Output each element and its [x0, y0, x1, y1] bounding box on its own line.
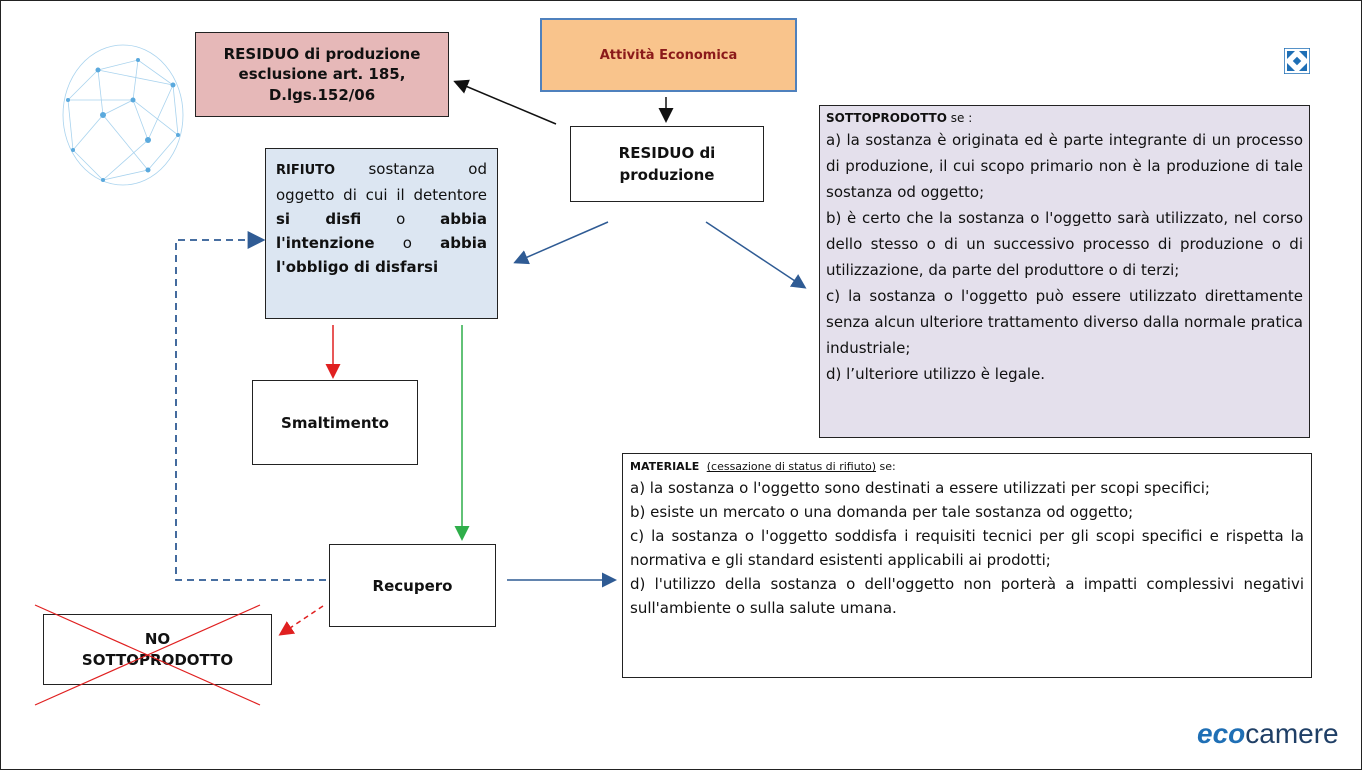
arrow-residuo-to-exclusion [453, 79, 557, 125]
sottoprodotto-box: SOTTOPRODOTTO se : a) la sostanza è orig… [819, 105, 1310, 438]
smaltimento-label: Smaltimento [281, 413, 389, 432]
sottoprodotto-item-c: c) la sostanza o l'oggetto può essere ut… [826, 287, 1303, 357]
rifiuto-bold-1: si disfi [276, 210, 362, 228]
materiale-item-c: c) la sostanza o l'oggetto soddisfa i re… [630, 527, 1304, 569]
materiale-item-a: a) la sostanza o l'oggetto sono destinat… [630, 479, 1210, 497]
residuo-produzione-line2: produzione [619, 166, 715, 184]
recupero-label: Recupero [372, 576, 453, 595]
sottoprodotto-title: SOTTOPRODOTTO [826, 111, 947, 125]
network-globe-icon [62, 44, 184, 186]
residuo-exclusion-text: RESIDUO di produzione esclusione art. 18… [223, 45, 421, 104]
materiale-box: MATERIALE (cessazione di status di rifiu… [622, 453, 1312, 678]
materiale-paren: (cessazione di status di rifiuto) [706, 460, 877, 473]
rifiuto-text-1: sostanza od oggetto di cui il detentore [276, 160, 487, 204]
arrow-residuo-to-rifiuto [513, 221, 609, 265]
materiale-item-b: b) esiste un mercato o una domanda per t… [630, 503, 1134, 521]
recupero-box: Recupero [329, 544, 496, 627]
rifiuto-text-3: o [402, 234, 412, 252]
sottoprodotto-header: SOTTOPRODOTTO se : [826, 109, 1303, 127]
rifiuto-bold-3: abbia l'obbligo di disfarsi [276, 234, 487, 276]
logo-camere: camere [1245, 718, 1339, 749]
residuo-produzione-box: RESIDUO di produzione [570, 126, 764, 202]
sottoprodotto-item-d: d) l’ulteriore utilizzo è legale. [826, 365, 1046, 383]
arrow-recupero-loop-to-rifiuto [175, 231, 326, 581]
residuo-exclusion-box: RESIDUO di produzione esclusione art. 18… [195, 32, 449, 117]
materiale-header: MATERIALE (cessazione di status di rifiu… [630, 458, 1304, 476]
logo-eco: eco [1197, 718, 1246, 749]
rifiuto-text-2: o [396, 210, 406, 228]
arrow-recupero-to-no-sottoprodotto [278, 605, 324, 636]
sottoprodotto-suffix: se : [950, 111, 973, 125]
arrow-residuo-to-sottoprodotto [705, 221, 807, 289]
rifiuto-title: RIFIUTO [276, 163, 336, 178]
smaltimento-box: Smaltimento [252, 380, 418, 465]
materiale-item-d: d) l'utilizzo della sostanza o dell'ogge… [630, 575, 1304, 617]
materiale-title: MATERIALE [630, 460, 700, 473]
expand-arrows-icon [1284, 48, 1310, 74]
ecocamere-logo: ecocamere [1197, 718, 1339, 750]
no-sottoprodotto-line1: NO [144, 629, 171, 648]
activity-box: Attività Economica [540, 18, 797, 92]
residuo-produzione-line1: RESIDUO di [618, 143, 716, 162]
activity-label: Attività Economica [599, 47, 738, 63]
materiale-suffix: se: [879, 460, 896, 473]
rifiuto-box: RIFIUTO sostanza od oggetto di cui il de… [265, 148, 498, 319]
sottoprodotto-item-b: b) è certo che la sostanza o l'oggetto s… [826, 209, 1303, 279]
rifiuto-bold-2: abbia l'intenzione [276, 210, 487, 252]
sottoprodotto-item-a: a) la sostanza è originata ed è parte in… [826, 131, 1303, 201]
no-sottoprodotto-cross [34, 604, 261, 706]
